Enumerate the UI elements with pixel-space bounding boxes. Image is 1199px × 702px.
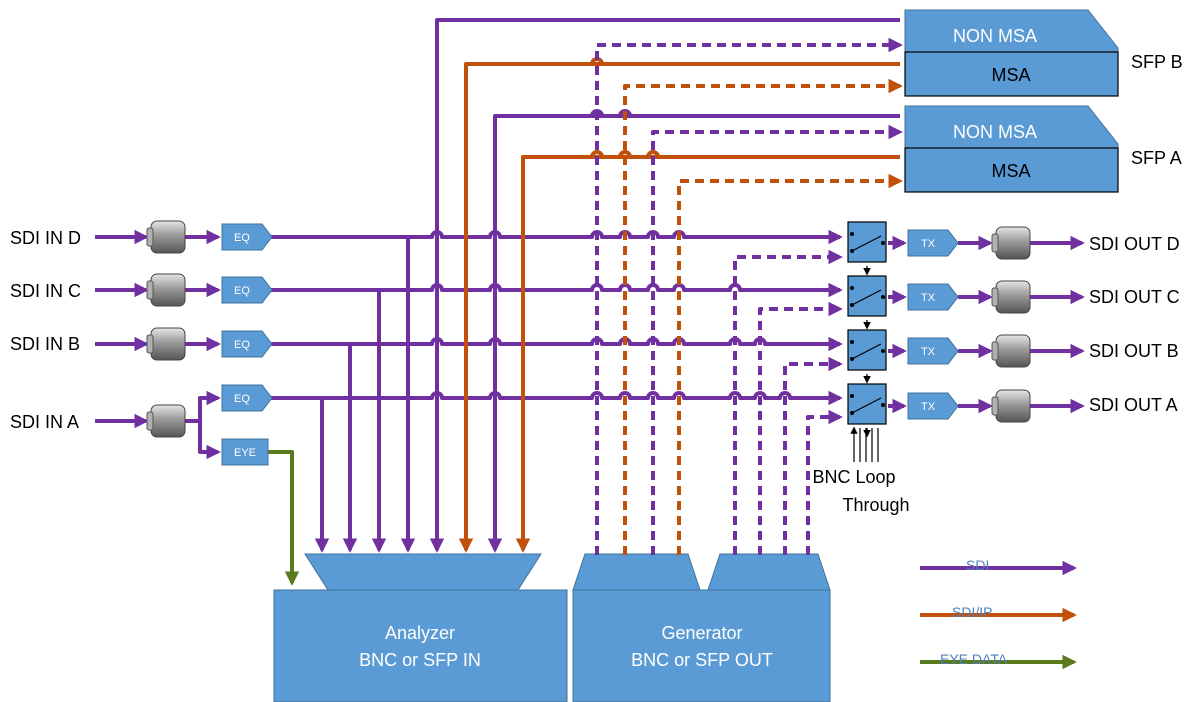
output-switch-0 [847, 221, 887, 276]
bnc-a-to-eq [185, 390, 221, 423]
bus-c [270, 282, 843, 298]
gen-out-a [806, 409, 843, 555]
sfp-b-non-msa-label: NON MSA [953, 26, 1037, 46]
tx-3: TX [907, 392, 959, 420]
input-bnc-a-icon [146, 404, 186, 438]
eq-b-label: EQ [234, 339, 250, 351]
gen-sfp-a-nonmsa [651, 124, 903, 555]
analyzer-subtitle: BNC or SFP IN [359, 650, 481, 670]
output-switch-1 [847, 275, 887, 330]
sfp-b-module: NON MSA MSA SFP B [904, 9, 1183, 97]
eq-a-label: EQ [234, 393, 250, 405]
sfp-b-label: SFP B [1131, 52, 1183, 72]
tx-2-label: TX [921, 346, 936, 358]
sdi-in-d-label: SDI IN D [10, 228, 81, 248]
eye-block-label: EYE [234, 447, 256, 459]
analyzer-block [273, 589, 568, 702]
output-switch-2 [847, 329, 887, 384]
bus-a [270, 390, 843, 406]
gen-sfp-b-nonmsa [595, 37, 903, 555]
sfp-b-msa-label: MSA [991, 65, 1030, 85]
legend: SDI SDI/IP EYE DATA [920, 557, 1077, 670]
eq-b: EQ [221, 330, 273, 358]
generator-output-fanout-left [572, 553, 701, 591]
gen-out-c [758, 301, 843, 555]
input-bnc-b-icon [146, 327, 186, 361]
eq-c-label: EQ [234, 285, 250, 297]
eye-block: EYE [221, 438, 269, 466]
sdi-in-c-label: SDI IN C [10, 281, 81, 301]
legend-sdi-label: SDI [966, 557, 989, 573]
eq-c: EQ [221, 276, 273, 304]
sfp-b-non-msa-block [904, 9, 1119, 53]
sfp-a-msa-label: MSA [991, 161, 1030, 181]
sfp-b-nonmsa-rx [429, 18, 900, 553]
tx-3-label: TX [921, 401, 936, 413]
gen-out-b [783, 356, 843, 555]
sfp-a-msa-block [904, 147, 1119, 193]
bus-b [270, 336, 843, 352]
tx-0-label: TX [921, 238, 936, 250]
bnc-a-to-eye [198, 421, 221, 460]
signal-wires [95, 18, 1085, 586]
generator-module: Generator BNC or SFP OUT [572, 553, 831, 702]
analyzer-title: Analyzer [385, 623, 455, 643]
sdi-out-c-label: SDI OUT C [1089, 287, 1180, 307]
output-bnc-3-icon [991, 389, 1031, 423]
input-bnc-c-icon [146, 273, 186, 307]
eye-to-analyzer [268, 450, 300, 586]
sfp-a-label: SFP A [1131, 148, 1182, 168]
output-bnc-2-icon [991, 334, 1031, 368]
eq-d-label: EQ [234, 232, 250, 244]
output-bnc-1-icon [991, 280, 1031, 314]
bnc-loop-through-label-line1: BNC Loop [812, 467, 895, 487]
sdi-in-a-label: SDI IN A [10, 412, 79, 432]
sdi-out-d-label: SDI OUT D [1089, 234, 1180, 254]
output-bnc-0-icon [991, 226, 1031, 260]
bnc-loop-through-label-line2: Through [842, 495, 909, 515]
sdi-in-b-label: SDI IN B [10, 334, 80, 354]
generator-output-fanout-right [707, 553, 831, 591]
tx-2: TX [907, 337, 959, 365]
gen-sfp-b-msa [623, 78, 903, 555]
components: EQ EQ EQ EQ EYE TX TX TX TX [146, 220, 1031, 466]
legend-sdi-ip-label: SDI/IP [952, 604, 992, 620]
sfp-a-module: NON MSA MSA SFP A [904, 105, 1182, 193]
input-bnc-d-icon [146, 220, 186, 254]
analyzer-input-mux [304, 553, 542, 591]
sfp-a-msa-rx [515, 150, 900, 553]
output-switch-3 [847, 383, 887, 438]
eq-a: EQ [221, 384, 273, 412]
sfp-a-nonmsa-rx [487, 109, 900, 553]
eq-d: EQ [221, 223, 273, 251]
generator-subtitle: BNC or SFP OUT [631, 650, 773, 670]
tx-1: TX [907, 283, 959, 311]
sfp-a-non-msa-block [904, 105, 1119, 149]
gen-sfp-a-msa [677, 173, 903, 555]
legend-eye-data-label: EYE DATA [940, 651, 1008, 667]
sfp-a-non-msa-label: NON MSA [953, 122, 1037, 142]
analyzer-module: Analyzer BNC or SFP IN [273, 553, 568, 702]
tx-1-label: TX [921, 292, 936, 304]
tx-0: TX [907, 229, 959, 257]
generator-block [572, 589, 831, 702]
sdi-out-a-label: SDI OUT A [1089, 395, 1178, 415]
generator-title: Generator [661, 623, 742, 643]
gen-out-d [733, 249, 843, 555]
bus-d [270, 229, 843, 245]
sfp-b-msa-block [904, 51, 1119, 97]
sdi-out-b-label: SDI OUT B [1089, 341, 1179, 361]
